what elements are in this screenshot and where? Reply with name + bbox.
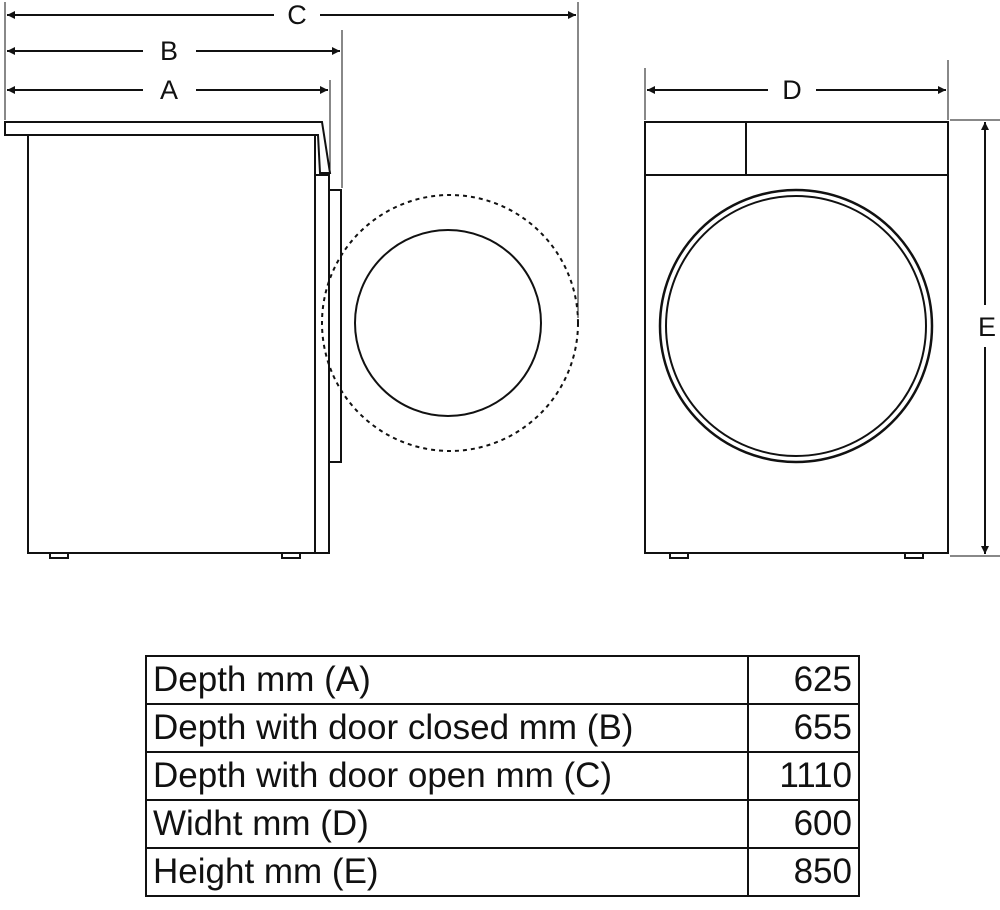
dimension-drawing: C B A D E — [4, 0, 1000, 559]
side-view-front-panel — [314, 174, 330, 554]
side-view-body — [27, 134, 316, 554]
front-door-outer-ring — [658, 188, 934, 464]
dimension-c-label: C — [287, 0, 307, 30]
dimension-b-label: B — [160, 36, 178, 66]
extension-lines — [4, 2, 1000, 557]
spec-value: 1110 — [747, 751, 860, 801]
spec-label: Depth mm (A) — [145, 655, 749, 705]
side-view-foot-front — [281, 552, 301, 559]
dimension-d-label: D — [782, 75, 802, 105]
table-row: Height mm (E) 850 — [145, 847, 860, 897]
spec-label: Depth with door open mm (C) — [145, 751, 749, 801]
side-view-door-closed — [328, 189, 342, 463]
table-row: Depth mm (A) 625 — [145, 655, 860, 705]
dimension-e: E — [978, 122, 996, 554]
dimension-spec-table: Depth mm (A) 625 Depth with door closed … — [145, 655, 860, 897]
spec-value: 655 — [747, 703, 860, 753]
table-row: Depth with door open mm (C) 1110 — [145, 751, 860, 801]
spec-value: 850 — [747, 847, 860, 897]
front-view-foot-left — [669, 552, 689, 559]
front-view — [644, 121, 949, 559]
front-view-body — [644, 121, 949, 554]
dimension-a: A — [7, 75, 328, 105]
dimension-c: C — [7, 0, 576, 30]
spec-label: Widht mm (D) — [145, 799, 749, 849]
side-view-foot-rear — [49, 552, 69, 559]
spec-label: Depth with door closed mm (B) — [145, 703, 749, 753]
open-door-glass-circle — [354, 229, 542, 417]
table-row: Widht mm (D) 600 — [145, 799, 860, 849]
spec-value: 600 — [747, 799, 860, 849]
open-door-swing-circle — [321, 194, 579, 452]
front-door-inner-ring — [665, 195, 927, 457]
spec-label: Height mm (E) — [145, 847, 749, 897]
dimension-a-label: A — [160, 75, 178, 105]
dimension-e-label: E — [978, 312, 996, 342]
dimension-b: B — [7, 36, 340, 66]
table-row: Depth with door closed mm (B) 655 — [145, 703, 860, 753]
front-view-foot-right — [904, 552, 924, 559]
dimension-d: D — [647, 75, 946, 105]
spec-value: 625 — [747, 655, 860, 705]
side-view — [4, 121, 579, 559]
